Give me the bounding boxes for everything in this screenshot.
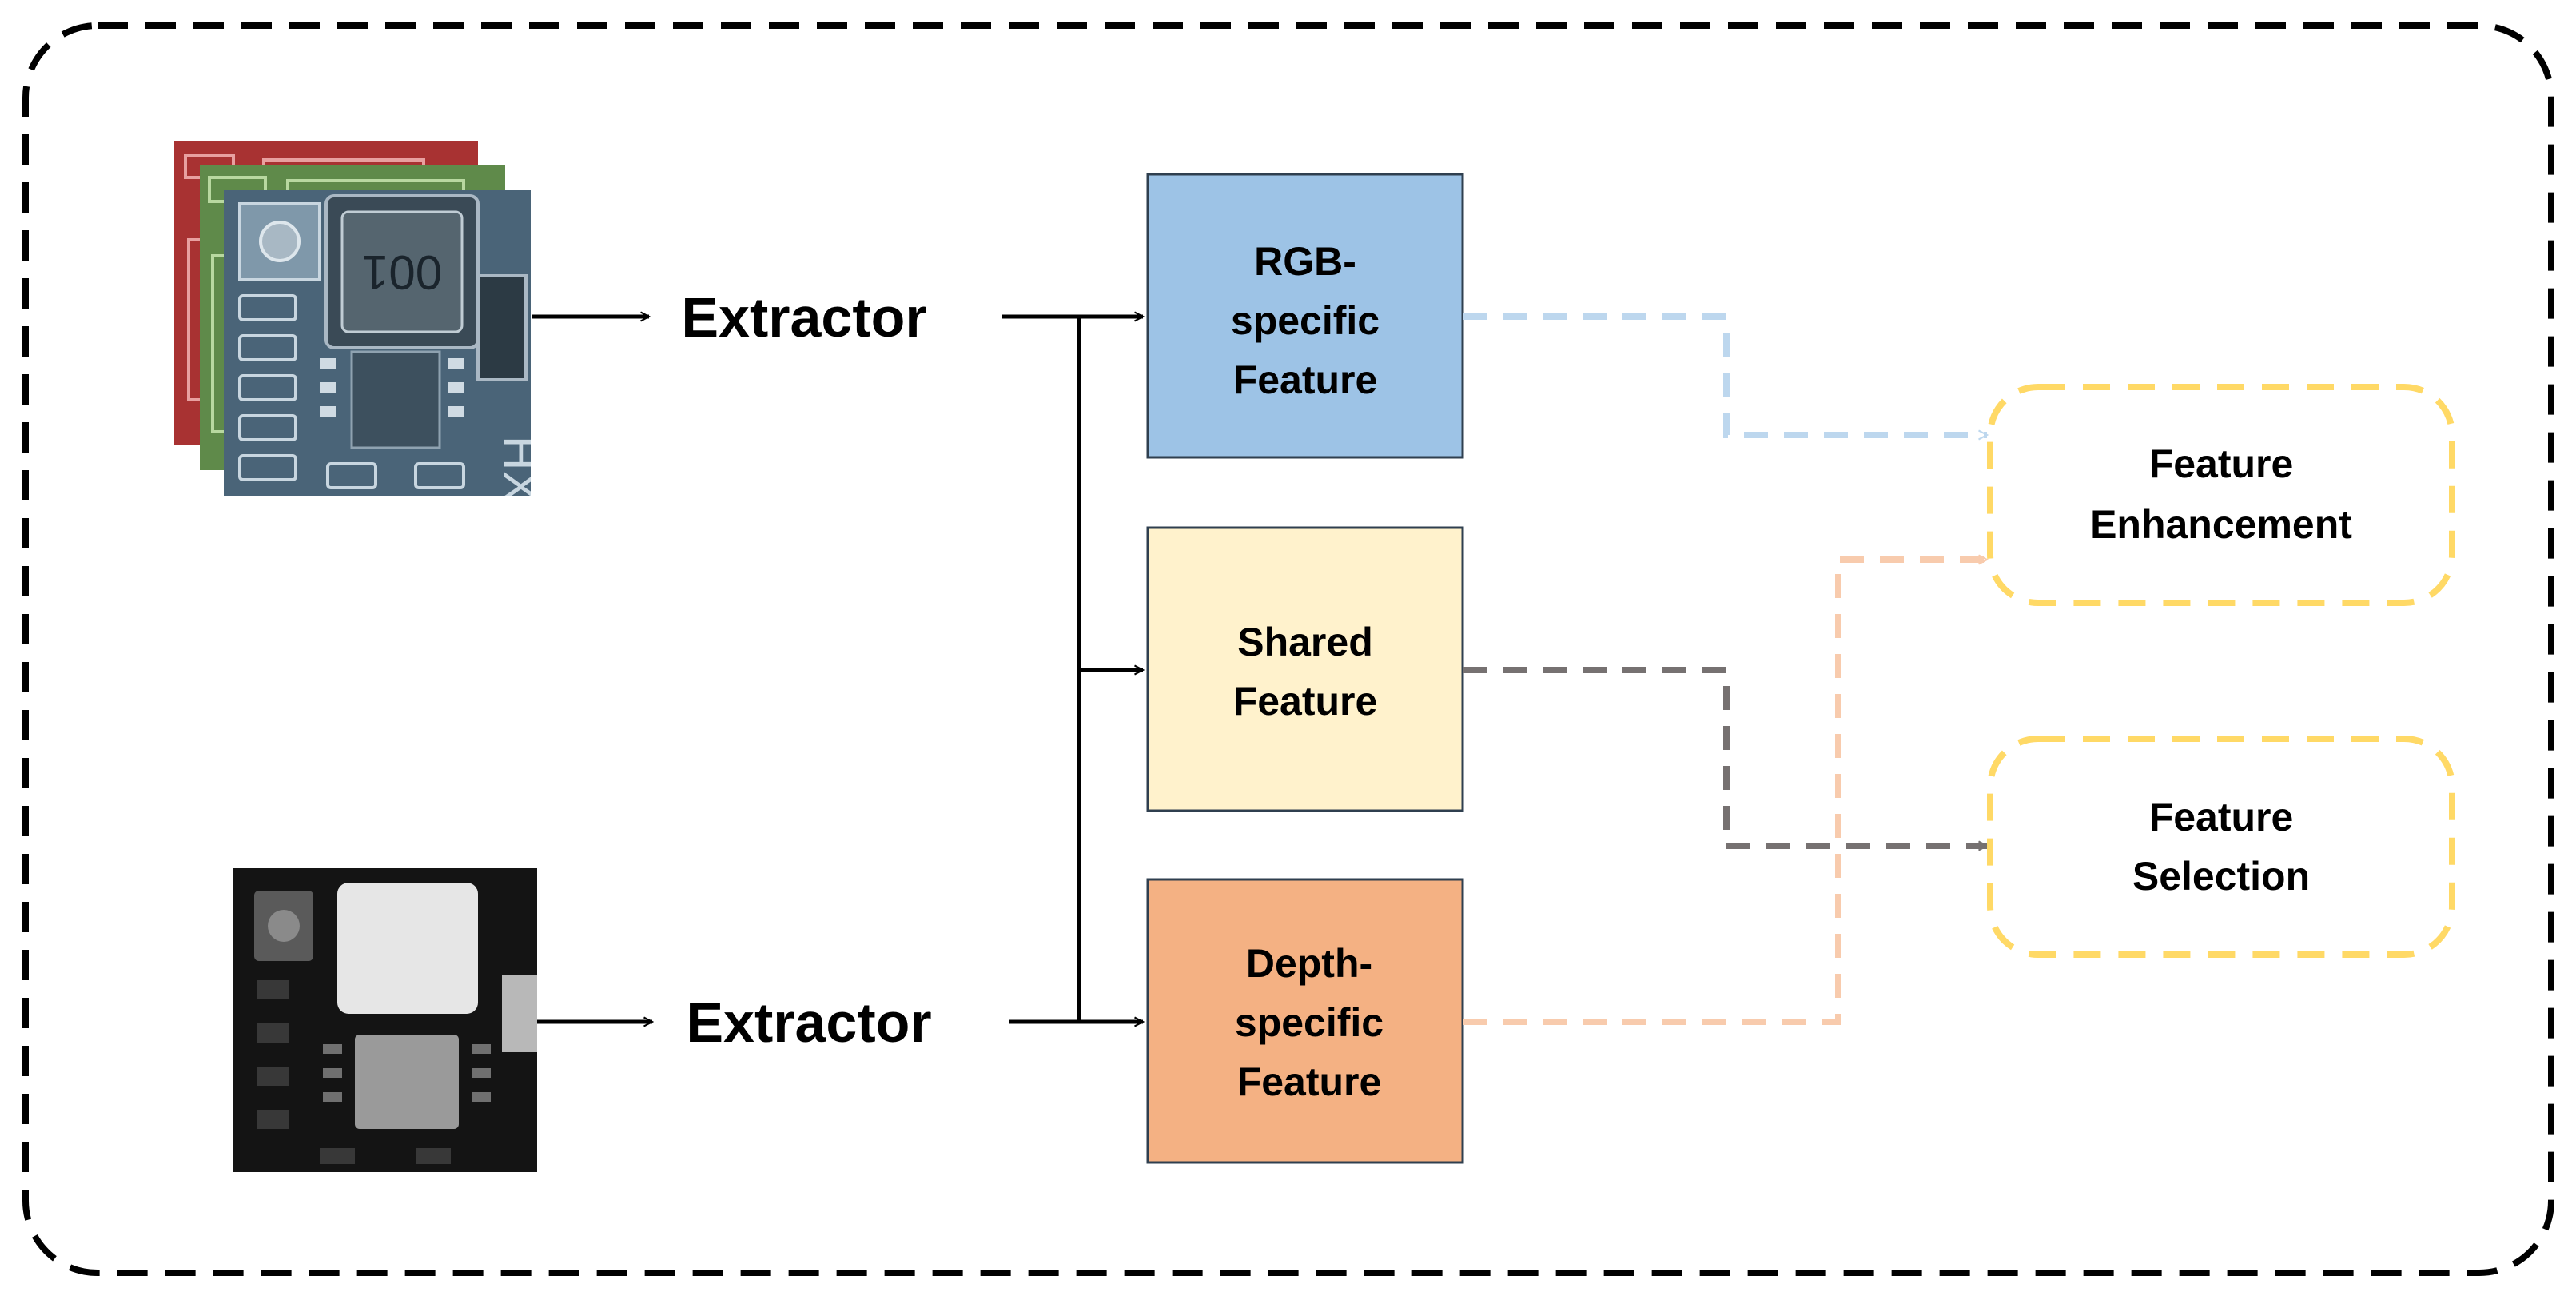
svg-text:Enhancement: Enhancement bbox=[2090, 502, 2352, 547]
svg-text:Shared: Shared bbox=[1237, 620, 1373, 664]
svg-text:specific: specific bbox=[1231, 298, 1380, 343]
rgb-extractor-label: Extractor bbox=[681, 286, 926, 349]
svg-text:specific: specific bbox=[1235, 1000, 1384, 1045]
rgb-image-stack-icon: 001 HX bbox=[174, 141, 547, 502]
svg-text:Feature: Feature bbox=[1233, 679, 1378, 724]
svg-text:Feature: Feature bbox=[2149, 795, 2294, 839]
svg-text:Depth-: Depth- bbox=[1246, 941, 1372, 986]
depth-feature-to-enhancement-path bbox=[1463, 560, 1987, 1025]
shared-feature-box: Shared Feature bbox=[1146, 526, 1464, 812]
rgb-specific-feature-box: RGB- specific Feature bbox=[1146, 173, 1464, 459]
svg-text:Feature: Feature bbox=[1233, 357, 1378, 402]
svg-text:Feature: Feature bbox=[1237, 1059, 1382, 1104]
svg-text:Selection: Selection bbox=[2132, 854, 2310, 899]
depth-specific-feature-box: Depth- specific Feature bbox=[1146, 878, 1464, 1164]
depth-extractor-label: Extractor bbox=[686, 991, 931, 1054]
feature-selection-module: Feature Selection bbox=[1987, 736, 2455, 958]
feature-enhancement-module: Feature Enhancement bbox=[1987, 384, 2455, 606]
svg-text:001: 001 bbox=[362, 245, 442, 299]
rgb-feature-to-enhancement-path bbox=[1463, 313, 1987, 435]
svg-text:HX: HX bbox=[493, 436, 547, 502]
depth-image-icon bbox=[233, 868, 537, 1172]
outer-dashed-border bbox=[22, 22, 2554, 1276]
shared-feature-to-selection-path bbox=[1463, 667, 1987, 846]
extractor-feature-connectors bbox=[1002, 317, 1143, 1022]
svg-text:Feature: Feature bbox=[2149, 441, 2294, 486]
svg-text:RGB-: RGB- bbox=[1254, 239, 1356, 284]
